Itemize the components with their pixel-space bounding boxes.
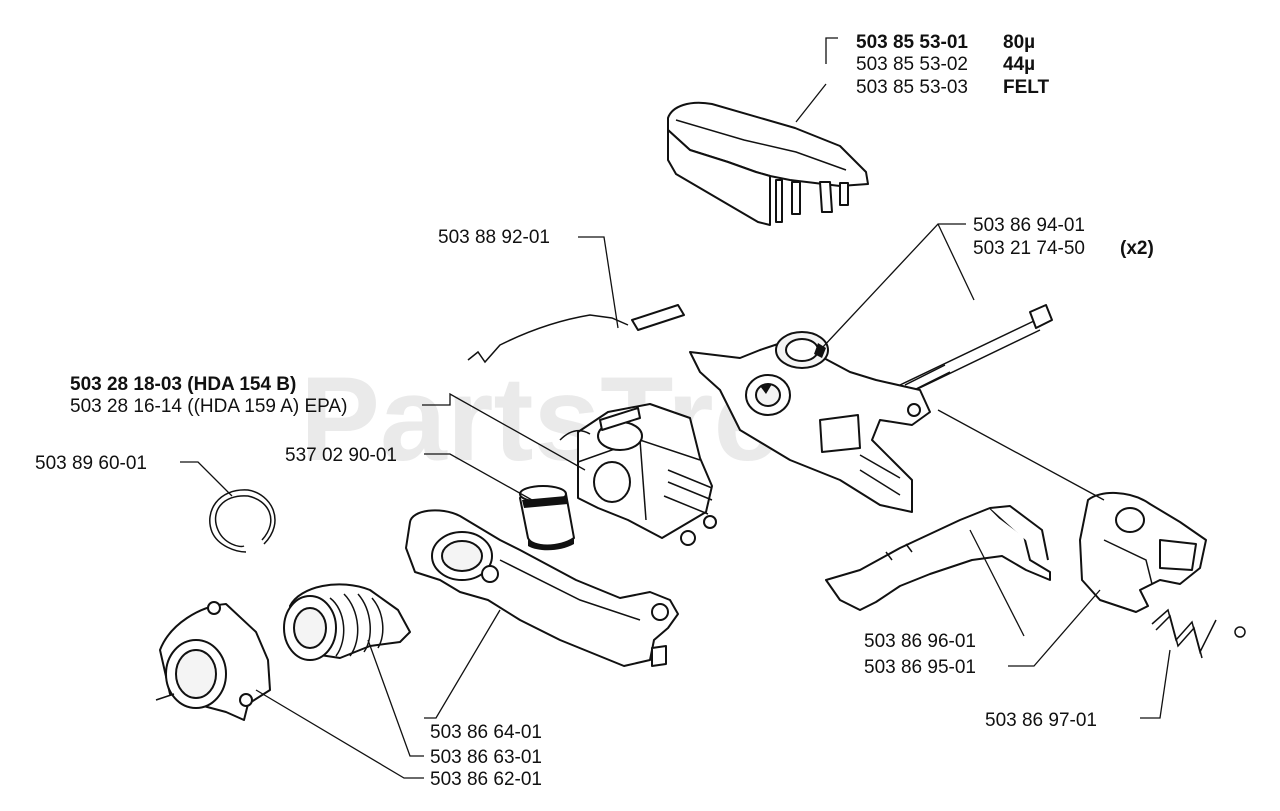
- label-intake-flange: 503 86 62-01: [430, 769, 542, 790]
- label-bolt: 503 86 94-01 503 21 74-50 (x2): [973, 215, 1154, 259]
- label-carburetor-2: 503 28 16-14 ((HDA 159 A) EPA): [70, 396, 347, 417]
- gasket-ring-part[interactable]: [519, 485, 575, 551]
- label-gasket-ring: 537 02 90-01: [285, 445, 397, 466]
- label-bolt-qty: (x2): [1120, 238, 1154, 259]
- spring-rod-part[interactable]: [467, 304, 685, 364]
- wire-part[interactable]: [1151, 608, 1246, 659]
- label-bolt-2: 503 21 74-50: [973, 238, 1085, 259]
- rubber-boot-part[interactable]: [283, 583, 411, 661]
- label-air-filter-3-suffix: FELT: [1003, 77, 1049, 98]
- leader-lines: [180, 37, 1171, 779]
- label-spring: 503 88 92-01: [438, 227, 550, 248]
- adapter-plate-part[interactable]: [405, 509, 679, 667]
- label-wire: 503 86 97-01: [985, 710, 1097, 731]
- label-cover-upper: 503 86 96-01: [864, 631, 976, 652]
- label-air-filter-1-suffix: 80µ: [1003, 32, 1035, 53]
- manifold-part[interactable]: [689, 331, 931, 513]
- label-rubber-boot: 503 86 63-01: [430, 747, 542, 768]
- label-bolt-1: 503 86 94-01: [973, 215, 1085, 236]
- label-air-filter-3-num: 503 85 53-03: [856, 77, 968, 98]
- cover-upper-part[interactable]: [825, 505, 1051, 611]
- label-cover-lower: 503 86 95-01: [864, 657, 976, 678]
- label-air-filter-1-num: 503 85 53-01: [856, 32, 968, 53]
- label-carburetor: 503 28 18-03 (HDA 154 B) 503 28 16-14 ((…: [70, 374, 347, 417]
- label-adapter-plate: 503 86 64-01: [430, 722, 542, 743]
- bolt-part[interactable]: [899, 304, 1053, 396]
- label-carburetor-1: 503 28 18-03 (HDA 154 B): [70, 374, 296, 395]
- label-circlip: 503 89 60-01: [35, 453, 147, 474]
- cover-lower-part[interactable]: [1079, 491, 1207, 613]
- intake-flange-part[interactable]: [155, 601, 271, 721]
- label-air-filter: 503 85 53-01 80µ 503 85 53-02 44µ 503 85…: [856, 32, 1049, 98]
- label-air-filter-2-suffix: 44µ: [1003, 54, 1035, 75]
- carburetor-part[interactable]: [559, 403, 717, 546]
- circlip-part[interactable]: [209, 489, 276, 553]
- air-filter-part[interactable]: [667, 101, 869, 226]
- label-air-filter-2-num: 503 85 53-02: [856, 54, 968, 75]
